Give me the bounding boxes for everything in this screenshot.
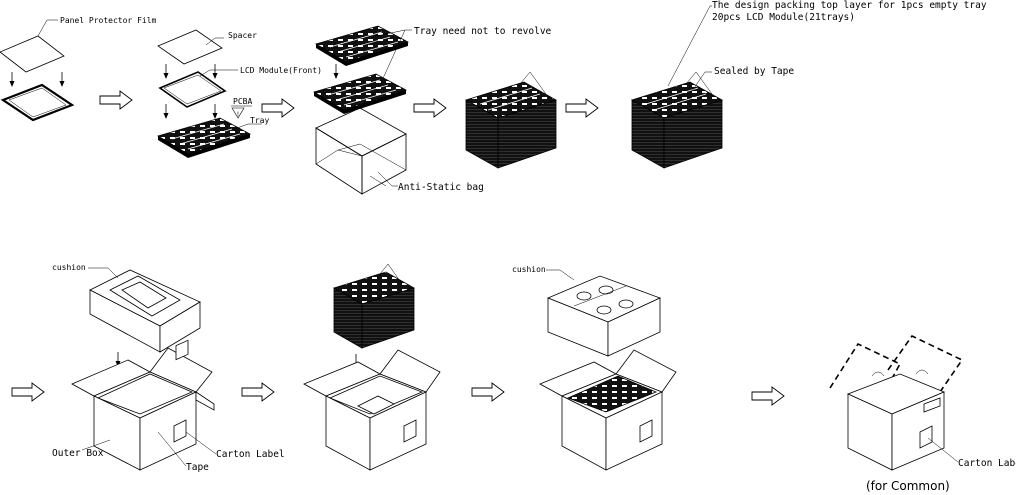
step-anti-static-bag: Tray need not to revolve Anti-Static bag (313, 25, 552, 195)
label-tape: Tape (186, 462, 209, 473)
step-stack-into-box (303, 263, 441, 471)
label-panel-protector-film: Panel Protector Film (60, 16, 157, 25)
carton-label-box-1 (175, 339, 189, 361)
process-arrow-2 (261, 98, 295, 118)
label-for-common: (for Common) (866, 479, 950, 493)
label-carton-label-1: Carton Label (216, 449, 285, 460)
label-pcba: PCBA (233, 97, 252, 106)
label-cushion-2: cushion (512, 265, 546, 274)
label-top-layer-note: The design packing top layer for 1pcs em… (712, 0, 987, 11)
process-arrow-1 (99, 90, 133, 110)
lcd-module (158, 71, 227, 108)
label-tray: Tray (250, 116, 269, 125)
process-arrow-5 (11, 382, 45, 402)
step-outer-box-cushion: cushion Outer Box Tape Carton Label (52, 263, 285, 473)
label-cushion-1: cushion (52, 263, 86, 272)
label-outer-box: Outer Box (52, 448, 104, 459)
warning-triangle-icon (231, 107, 245, 119)
lcd-panel-outline (0, 83, 75, 122)
svg-text:!: ! (237, 111, 239, 118)
step-sealed-stack: The design packing top layer for 1pcs em… (630, 0, 987, 169)
process-arrow-8 (751, 386, 785, 406)
step-panel-protector: Panel Protector Film (0, 16, 157, 122)
step-spacer-lcd-tray: Spacer LCD Module(Front) PCBA ! Tray (157, 29, 322, 159)
process-arrow-7 (471, 382, 505, 402)
process-arrow-6 (241, 382, 275, 402)
process-arrow-4 (565, 98, 599, 118)
label-sealed-by-tape: Sealed by Tape (714, 66, 794, 77)
step-bagged-stack (464, 71, 558, 169)
process-arrow-3 (413, 98, 447, 118)
anti-static-bag (315, 107, 407, 195)
label-module-count: 20pcs LCD Module(21trays) (712, 12, 855, 23)
label-anti-static-bag: Anti-Static bag (398, 182, 484, 193)
label-tray-need-not-revolve: Tray need not to revolve (414, 26, 552, 37)
label-spacer: Spacer (228, 31, 257, 40)
label-lcd-module-front: LCD Module(Front) (240, 66, 322, 75)
label-carton-label-2: Carton Label (958, 458, 1016, 469)
step-closed-box: Carton Label (for Common) (829, 334, 1016, 493)
step-cushion-top: cushion (512, 265, 677, 471)
